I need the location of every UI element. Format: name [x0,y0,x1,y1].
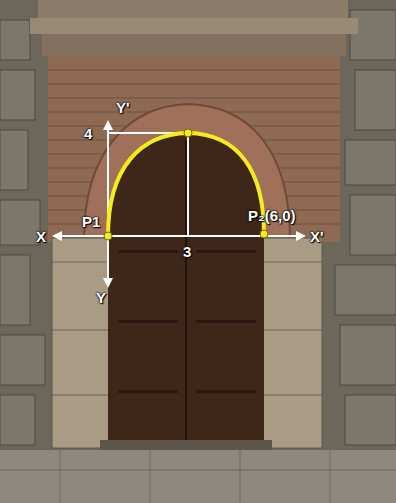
axis-label: P₂(6,0) [248,208,296,223]
axis-label: X [36,229,46,244]
axis-label: Y' [116,100,130,115]
axis-label: Y [96,290,106,305]
axis-label: P1 [82,214,100,229]
axis-label: X' [310,229,324,244]
axis-label: 4 [84,126,92,141]
axis-label: 3 [183,244,191,259]
